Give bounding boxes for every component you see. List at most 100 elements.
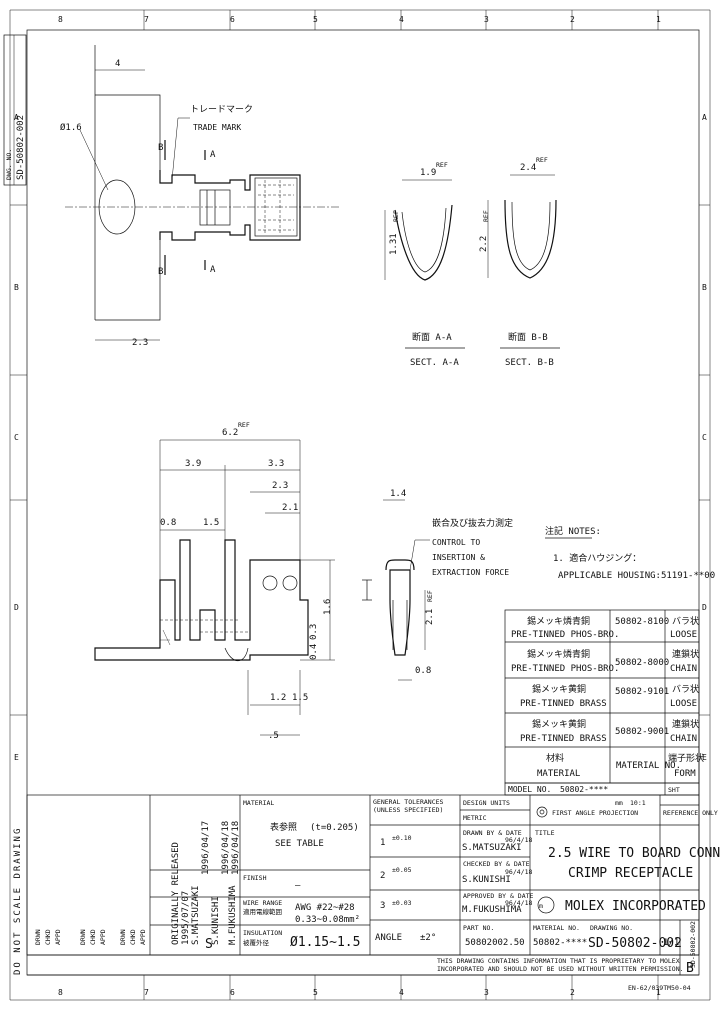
- checked-date: 96/4/18: [505, 868, 532, 876]
- contact-dim-height-tol: REF: [426, 590, 434, 602]
- zone-top-7: 7: [144, 15, 149, 24]
- angle-label: ANGLE: [375, 933, 402, 943]
- svg-text:CHAIN: CHAIN: [670, 734, 697, 744]
- dim-1-6: 1.6: [323, 599, 333, 615]
- sec-a-dim-w-tol: REF: [436, 161, 448, 169]
- svg-text:PRE-TINNED PHOS-BRO.: PRE-TINNED PHOS-BRO.: [511, 664, 619, 674]
- dim-diameter: Ø1.6: [60, 122, 82, 133]
- svg-text:FORM: FORM: [674, 769, 696, 779]
- svg-text:S.KUNISHI: S.KUNISHI: [211, 896, 221, 945]
- svg-text:PRE-TINNED BRASS: PRE-TINNED BRASS: [520, 734, 607, 744]
- svg-text:PRE-TINNED BRASS: PRE-TINNED BRASS: [520, 699, 607, 709]
- see-table: SEE TABLE: [275, 839, 324, 849]
- title-block: ORIGINALLY RELEASED 1995/07/07 S.MATSUZA…: [26, 794, 720, 976]
- title-line1: 2.5 WIRE TO BOARD CONN.: [548, 846, 720, 861]
- title-label: TITLE: [535, 829, 555, 837]
- unit-val: mm: [615, 799, 623, 807]
- zone-bot-4: 4: [399, 988, 404, 997]
- section-b-title-en: SECT. B-B: [505, 358, 554, 368]
- rev-letter: B: [686, 961, 694, 976]
- tol-2-val: ±0.05: [392, 866, 412, 874]
- zone-right-a: A: [702, 113, 707, 122]
- zone-bot-7: 7: [144, 988, 149, 997]
- svg-text:材料: 材料: [546, 752, 564, 764]
- svg-text:50802-9101: 50802-9101: [615, 687, 669, 697]
- svg-text:CHKD: CHKD: [44, 929, 52, 945]
- svg-text:APPD: APPD: [99, 929, 107, 945]
- dim-2-3-top: 2.3: [132, 338, 148, 348]
- svg-text:MATERIAL NO.: MATERIAL NO.: [616, 761, 681, 771]
- zone-right-e: E: [702, 753, 707, 762]
- zone-bot-3: 3: [484, 988, 489, 997]
- svg-text:CHKD: CHKD: [129, 929, 137, 945]
- tol-1: 1: [380, 838, 385, 848]
- material-table: 錫メッキ燐青銅 PRE-TINNED PHOS-BRO. 50802-8100 …: [504, 609, 704, 784]
- table-header: 材料 MATERIAL MATERIAL NO. 端子形状 FORM: [537, 752, 704, 779]
- zone-right-c: C: [702, 433, 707, 442]
- table-row: 錫メッキ黄銅 PRE-TINNED BRASS 50802-9001 連鎖状 C…: [520, 718, 699, 744]
- tol-1-val: ±0.10: [392, 834, 412, 842]
- zone-top-6: 6: [230, 15, 235, 24]
- sec-b-dim-h-tol: REF: [482, 210, 490, 222]
- model-value: 50802-****: [560, 785, 608, 794]
- top-zone-ticks: [10, 10, 710, 1000]
- tol-3-val: ±0.03: [392, 899, 412, 907]
- svg-text:1995/07/07: 1995/07/07: [181, 891, 191, 945]
- sec-b-bot-label: B: [158, 267, 163, 277]
- approved-name: M.FUKUSHIMA: [462, 905, 522, 915]
- svg-text:FIRST ANGLE PROJECTION: FIRST ANGLE PROJECTION: [552, 809, 638, 817]
- dim-0-5: .5: [268, 731, 279, 741]
- dim-0-8: 0.8: [160, 518, 176, 528]
- material-no-label: MATERIAL NO.: [533, 924, 580, 932]
- table-row: 錫メッキ燐青銅 PRE-TINNED PHOS-BRO. 50802-8000 …: [511, 648, 699, 674]
- unless-label: (UNLESS SPECIFIED): [373, 806, 443, 814]
- svg-text:錫メッキ燐青銅: 錫メッキ燐青銅: [527, 648, 590, 660]
- section-b-title-jp: 断面 B-B: [508, 331, 548, 343]
- svg-text:ORIGINALLY RELEASED: ORIGINALLY RELEASED: [171, 842, 181, 945]
- wire-label: WIRE RANGE: [243, 899, 282, 907]
- drawn-label: DRAWN BY & DATE: [463, 829, 522, 837]
- projection-symbol: FIRST ANGLE PROJECTION: [536, 806, 638, 818]
- side-view: 6.2 REF 3.9 3.3 2.3 2.1 0.8 1.5 1.6 0.3 …: [94, 421, 335, 741]
- sec-b-dim-w-tol: REF: [536, 156, 548, 164]
- zone-top-3: 3: [484, 15, 489, 24]
- dim-total-tol: REF: [238, 421, 250, 429]
- zone-left-b: B: [14, 283, 19, 292]
- zone-bot-5: 5: [313, 988, 318, 997]
- dim-0-3: 0.3: [309, 624, 319, 640]
- svg-text:バラ状: バラ状: [672, 615, 699, 627]
- material-value-jp: 表参照: [270, 821, 297, 833]
- svg-text:50802-8000: 50802-8000: [615, 658, 669, 668]
- sec-b-dim-w: 2.4: [520, 163, 536, 173]
- finish-label: FINISH: [243, 874, 267, 882]
- contact-note-en1: CONTROL TO: [432, 538, 480, 547]
- reference-only: REFERENCE ONLY: [663, 809, 718, 817]
- contact-view: 1.4 嵌合及び抜去力測定 CONTROL TO INSERTION & EXT…: [362, 489, 513, 681]
- approved-date: 96/4/18: [505, 899, 532, 907]
- svg-text:バラ状: バラ状: [672, 683, 699, 695]
- trademark-jp: トレードマーク: [190, 104, 253, 115]
- model-label: MODEL NO.: [508, 785, 551, 794]
- wire-awg: AWG #22~#28: [295, 903, 355, 913]
- svg-text:錫メッキ燐青銅: 錫メッキ燐青銅: [527, 615, 590, 627]
- sec-a-dim-h: 1.31: [389, 233, 399, 255]
- zone-bot-2: 2: [570, 988, 575, 997]
- contact-dim-height: 2.1: [425, 609, 435, 625]
- tol-2: 2: [380, 871, 385, 881]
- section-a-title-en: SECT. A-A: [410, 358, 459, 368]
- contact-note-jp: 嵌合及び抜去力測定: [432, 517, 513, 529]
- doc-no-label: DRAWING NO.: [590, 924, 633, 932]
- drawn-date: 96/4/18: [505, 836, 532, 844]
- material-value: (t=0.205): [310, 823, 359, 833]
- sec-a-top-label: A: [210, 150, 216, 160]
- svg-text:錫メッキ黄銅: 錫メッキ黄銅: [532, 683, 586, 695]
- svg-text:連鎖状: 連鎖状: [672, 648, 699, 660]
- svg-text:m: m: [539, 902, 543, 910]
- proprietary-2: INCORPORATED AND SHOULD NOT BE USED WITH…: [437, 965, 684, 973]
- dim-3-9: 3.9: [185, 459, 201, 469]
- zone-top-4: 4: [399, 15, 404, 24]
- svg-text:1996/04/18: 1996/04/18: [231, 821, 241, 875]
- zone-right-b: B: [702, 283, 707, 292]
- zone-right-d: D: [702, 603, 707, 612]
